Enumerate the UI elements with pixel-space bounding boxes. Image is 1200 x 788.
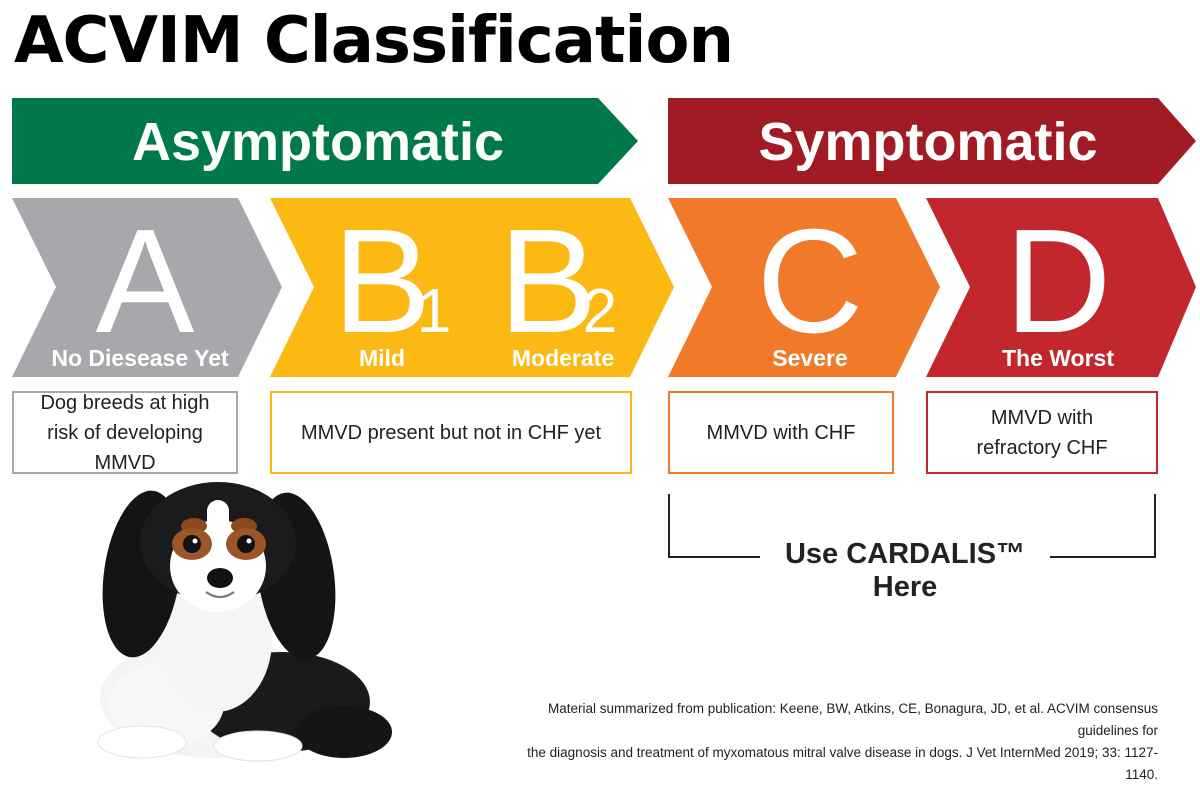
stage-a-description-line1: Dog breeds at high [40,391,210,414]
stage-a-description-line2: risk of developing MMVD [47,421,203,474]
stage-b2-letter: B [499,199,598,364]
stage-a-chevron [12,198,282,377]
stage-d-description: MMVD with refractory CHF [926,391,1158,474]
stage-b1-label: Mild [359,345,405,371]
stage-b2-subscript: 2 [583,277,617,346]
stage-b-chevron [270,198,674,377]
citation: Material summarized from publication: Ke… [518,698,1158,786]
stage-d-letter: D [1005,199,1112,364]
stage-b1-subscript: 1 [417,277,451,346]
stage-c-description: MMVD with CHF [668,391,894,474]
symptomatic-banner [668,98,1196,184]
symptomatic-label: Symptomatic [758,112,1097,172]
dog-illustration [97,482,392,762]
stage-c-letter: C [757,199,864,364]
stage-a-letter: A [96,199,195,364]
stage-b-description-text: MMVD present but not in CHF yet [300,421,602,444]
stage-d-description-line2: refractory CHF [976,436,1108,459]
asymptomatic-label: Asymptomatic [132,112,504,172]
stage-d-chevron [926,198,1196,377]
page-title: ACVIM Classification [14,4,734,78]
stage-c-chevron [668,198,940,377]
stage-b1-letter: B [333,199,432,364]
stage-d-description-line1: MMVD with [990,406,1094,429]
citation-line1: Material summarized from publication: Ke… [547,701,1158,738]
citation-line2: the diagnosis and treatment of myxomatou… [527,745,1158,782]
stage-c-label: Severe [772,345,847,371]
stage-c-description-text: MMVD with CHF [706,421,856,444]
stage-d-label: The Worst [1002,345,1114,371]
stage-a-description: Dog breeds at high risk of developing MM… [12,391,238,474]
asymptomatic-banner [12,98,638,184]
stage-b-description: MMVD present but not in CHF yet [270,391,632,474]
classification-diagram: Asymptomatic Symptomatic A B 1 B 2 C D N… [12,98,1196,377]
stage-a-label: No Diesease Yet [51,345,229,371]
stage-b2-label: Moderate [512,345,614,371]
cardalis-bracket-label: Use CARDALIS™ Here [760,538,1050,604]
